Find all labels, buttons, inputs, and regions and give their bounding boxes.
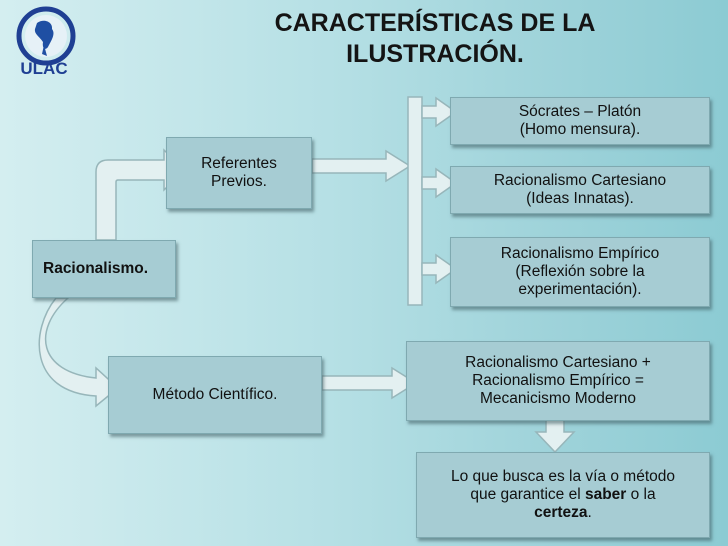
node-lo-que-busca: Lo que busca es la vía o método que gara… bbox=[416, 452, 710, 538]
arrow-mecanicismo-to-busca bbox=[534, 417, 576, 454]
arrow-to-socrates bbox=[421, 96, 458, 128]
arrow-metodo-to-mecanicismo bbox=[321, 366, 418, 400]
keyword-saber: saber bbox=[584, 486, 627, 503]
arrow-to-cartesiano bbox=[421, 167, 458, 199]
node-racionalismo: Racionalismo. bbox=[32, 240, 176, 298]
keyword-certeza: certeza bbox=[534, 504, 588, 521]
curved-arrow-down bbox=[38, 297, 120, 408]
node-racionalismo-empirico: Racionalismo Empírico (Reflexión sobre l… bbox=[450, 237, 710, 307]
node-racionalismo-label: Racionalismo. bbox=[43, 260, 149, 277]
ulac-logo: ULAC bbox=[4, 6, 84, 78]
node-socrates-platon: Sócrates – Platón (Homo mensura). bbox=[450, 97, 710, 145]
node-referentes-previos: Referentes Previos. bbox=[166, 137, 312, 209]
title-line-2: ILUSTRACIÓN. bbox=[346, 40, 524, 68]
node-mecanicismo-moderno: Racionalismo Cartesiano + Racionalismo E… bbox=[406, 341, 710, 421]
arrow-to-empirico bbox=[421, 253, 458, 285]
title-line-1: CARACTERÍSTICAS DE LA bbox=[274, 9, 596, 37]
page-title: CARACTERÍSTICAS DE LA ILUSTRACIÓN. bbox=[225, 8, 645, 70]
arrow-referentes-to-bracket bbox=[311, 149, 412, 183]
node-metodo-cientifico: Método Científico. bbox=[108, 356, 322, 434]
node-racionalismo-cartesiano: Racionalismo Cartesiano (Ideas Innatas). bbox=[450, 166, 710, 214]
bracket-bar bbox=[407, 96, 423, 306]
svg-text:ULAC: ULAC bbox=[20, 59, 67, 78]
